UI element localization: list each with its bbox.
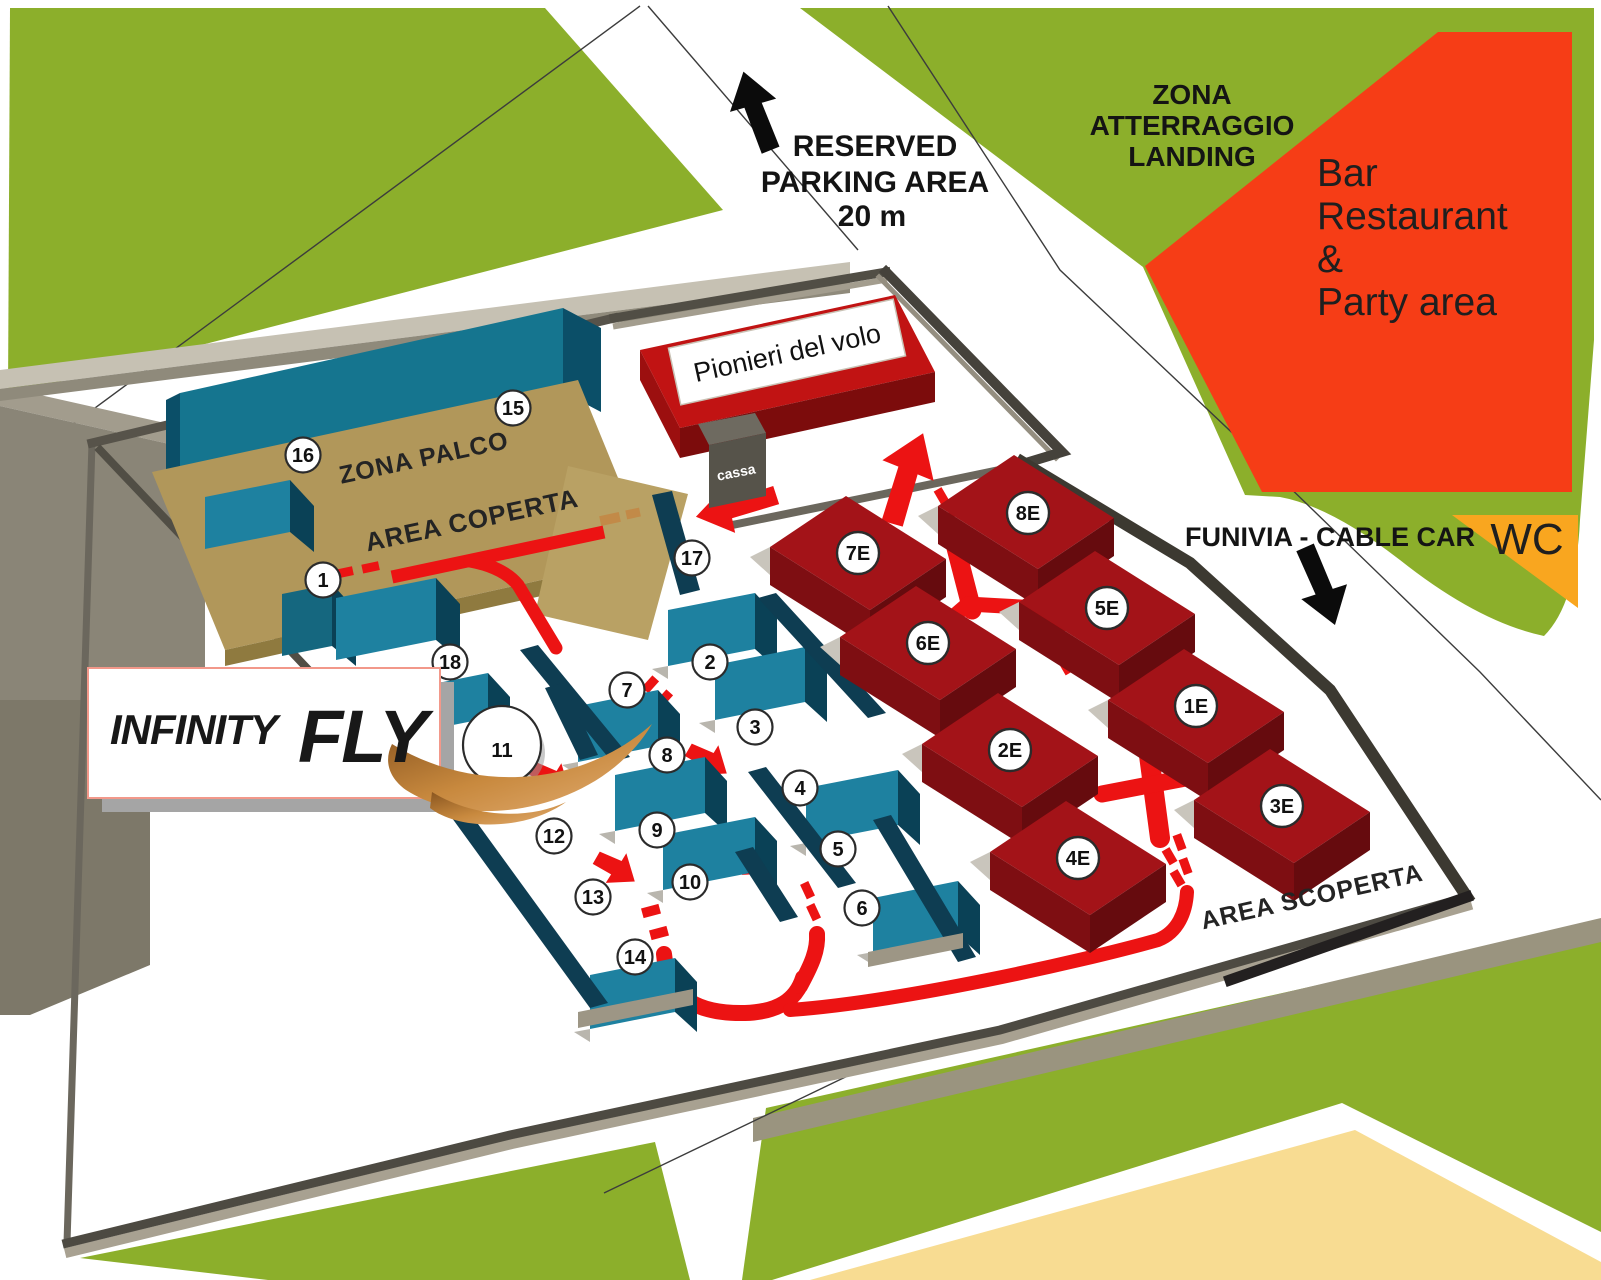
svg-text:7E: 7E (846, 543, 870, 565)
stand-wall (758, 593, 886, 718)
field-yellow (810, 1130, 1601, 1280)
parking-label-3: 20 m (838, 200, 906, 233)
stand-wall (452, 813, 608, 1008)
stand-marker-5: 5 (819, 830, 857, 868)
wc-area (1452, 515, 1578, 608)
svg-text:4: 4 (794, 778, 806, 800)
stand-marker-14: 14 (616, 938, 654, 976)
wc-label: WC (1490, 515, 1563, 564)
svg-text:12: 12 (543, 826, 565, 848)
infinityfly-logo: INFINITY FLY (87, 667, 652, 825)
parking-label-2: PARKING AREA (761, 166, 989, 199)
funivia-label: FUNIVIA - CABLE CAR (1185, 522, 1475, 552)
stand-wall (520, 645, 630, 762)
svg-text:13: 13 (582, 887, 604, 909)
walkway-17 (535, 466, 688, 640)
landing-label-1: ZONA (1152, 79, 1231, 110)
svg-text:2E: 2E (998, 740, 1022, 762)
stand-marker-1: 1 (304, 561, 342, 599)
bar-label-1: Bar (1317, 152, 1378, 195)
bar-label-4: Party area (1317, 281, 1497, 324)
stand-marker-10: 10 (671, 863, 709, 901)
pionieri-pavilion: Pionieri del volo (640, 295, 935, 458)
svg-text:4E: 4E (1066, 848, 1090, 870)
grass-wall-bottom (753, 918, 1601, 1142)
block-marker-7E: 7E (835, 530, 881, 576)
cassa-booth: cassa (698, 413, 766, 508)
block-marker-2E: 2E (987, 727, 1033, 773)
stand-marker-3: 3 (736, 708, 774, 746)
block-marker-4E: 4E (1055, 835, 1101, 881)
block-marker-6E: 6E (905, 620, 951, 666)
svg-text:6: 6 (856, 898, 867, 920)
block-marker-5E: 5E (1084, 585, 1130, 631)
logo-word-fly: FLY (298, 695, 434, 778)
block-marker-3E: 3E (1259, 783, 1305, 829)
landing-label-3: LANDING (1128, 141, 1256, 172)
svg-text:1E: 1E (1184, 696, 1208, 718)
svg-text:3E: 3E (1270, 796, 1294, 818)
svg-text:5E: 5E (1095, 598, 1119, 620)
stand-marker-9: 9 (638, 811, 676, 849)
svg-text:16: 16 (292, 445, 314, 467)
road-edge-bottom (603, 1057, 886, 1194)
svg-text:11: 11 (491, 740, 512, 762)
svg-text:2: 2 (704, 652, 715, 674)
svg-text:17: 17 (681, 548, 703, 570)
parking-label-1: RESERVED (793, 130, 958, 163)
stand-wall (873, 815, 976, 962)
svg-text:8E: 8E (1016, 503, 1040, 525)
cassa-label: cassa (715, 460, 756, 483)
svg-text:6E: 6E (916, 633, 940, 655)
stand-marker-7: 7 (608, 671, 646, 709)
grass-top-left (8, 8, 723, 395)
svg-text:18: 18 (439, 652, 461, 674)
stand-wall (545, 683, 598, 760)
parking-direction-arrow-icon (720, 65, 790, 159)
logo-word-infinity: INFINITY (110, 706, 282, 753)
svg-text:10: 10 (679, 872, 701, 894)
landing-label-2: ATTERRAGGIO (1090, 110, 1295, 141)
stand-marker-16: 16 (284, 436, 322, 474)
stand-marker-18: 18 (431, 643, 469, 681)
svg-text:1: 1 (317, 570, 328, 592)
svg-text:14: 14 (624, 947, 647, 969)
stand-marker-6: 6 (843, 889, 881, 927)
stand-marker-13: 13 (574, 878, 612, 916)
svg-text:8: 8 (661, 745, 672, 767)
svg-text:15: 15 (502, 398, 524, 420)
stand-wall (735, 847, 798, 922)
logo-swoosh-tail (430, 792, 566, 825)
svg-text:3: 3 (749, 717, 760, 739)
stand (599, 757, 727, 844)
block-marker-1E: 1E (1173, 683, 1219, 729)
stand-marker-4: 4 (781, 769, 819, 807)
stand-marker-2: 2 (691, 643, 729, 681)
svg-text:5: 5 (832, 839, 843, 861)
bar-label-2: Restaurant (1317, 195, 1508, 238)
stand-marker-15: 15 (494, 389, 532, 427)
stand-marker-8: 8 (648, 736, 686, 774)
stand (790, 770, 920, 856)
stand (205, 480, 314, 552)
grass-bottom-left (80, 1142, 690, 1280)
road-edge-left (0, 5, 641, 479)
stand-marker-17: 17 (673, 539, 711, 577)
bar-party-area (1145, 32, 1572, 492)
svg-text:9: 9 (651, 820, 662, 842)
bar-label-3: & (1317, 238, 1343, 281)
logo-swoosh (388, 724, 652, 812)
block-marker-8E: 8E (1005, 490, 1051, 536)
stand (336, 578, 460, 660)
svg-text:7: 7 (621, 680, 632, 702)
stand-marker-12: 12 (535, 817, 573, 855)
stand-base (578, 989, 693, 1028)
stand-base (868, 933, 963, 967)
